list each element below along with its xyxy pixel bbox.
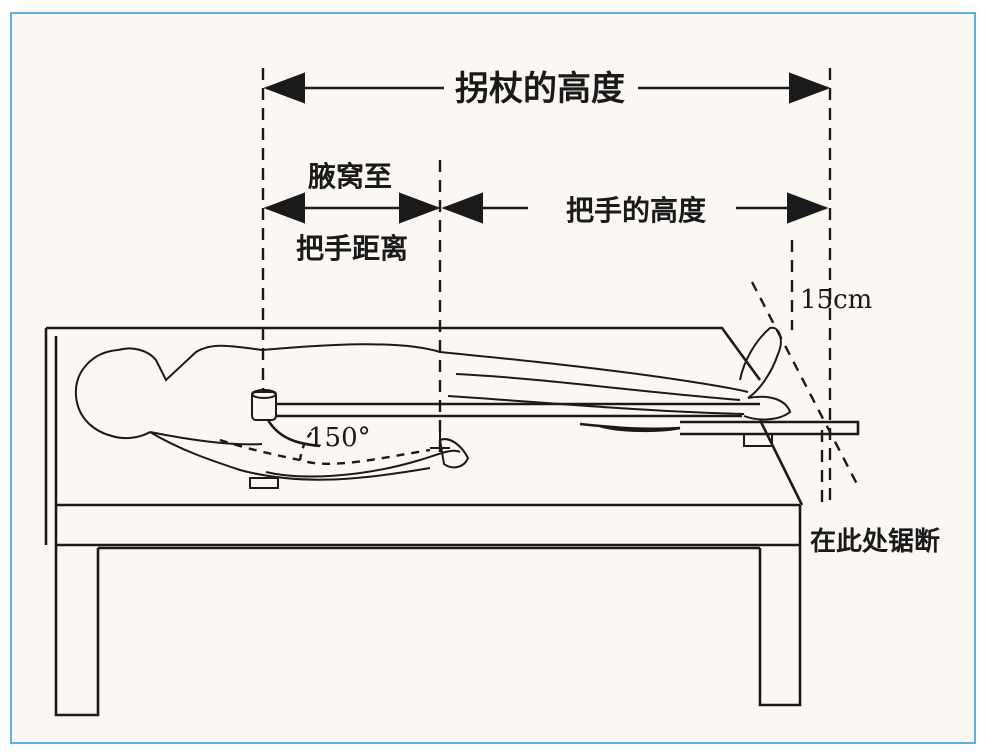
distance-15cm-label: 15cm	[800, 285, 872, 315]
cut-here-label: 在此处锯断	[810, 526, 940, 557]
bed	[44, 326, 804, 717]
armpit-to-handle-dimension: 腋窝至 把手距离	[263, 160, 441, 265]
cut-line	[750, 281, 860, 487]
handle-height-dimension: 把手的高度	[441, 192, 829, 227]
armpit-label-line1: 腋窝至	[308, 160, 392, 193]
crutch-height-label: 拐杖的高度	[455, 69, 625, 109]
crutch	[249, 389, 860, 489]
patient-figure	[74, 326, 792, 481]
handle-height-label: 把手的高度	[566, 194, 706, 227]
crutch-height-dimension: 拐杖的高度	[263, 69, 831, 109]
armpit-label-line2: 把手距离	[296, 232, 408, 265]
diagram-frame	[10, 12, 976, 744]
angle-label: 150°	[308, 423, 371, 453]
